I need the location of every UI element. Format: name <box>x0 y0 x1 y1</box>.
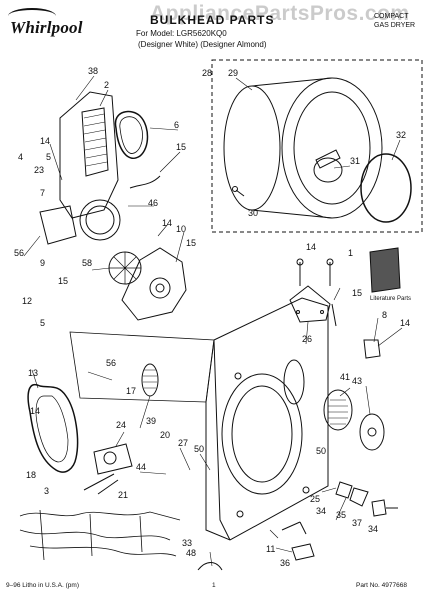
callout-50-b: 50 <box>316 446 326 456</box>
callout-23: 23 <box>34 165 44 175</box>
callout-11: 11 <box>266 544 275 554</box>
watermark: AppliancePartsPros.com <box>150 2 410 25</box>
blower-seal <box>114 110 149 159</box>
callout-25: 25 <box>310 494 320 504</box>
callout-30: 30 <box>248 208 258 218</box>
leader-lines <box>23 75 403 567</box>
diagram-title: BULKHEAD PARTS <box>150 13 275 27</box>
callout-38: 38 <box>88 66 98 76</box>
callout-21: 21 <box>118 490 128 500</box>
callout-15-b: 15 <box>186 238 196 248</box>
motor-cover <box>121 247 187 321</box>
callout-3: 3 <box>44 486 49 496</box>
callout-28: 28 <box>202 68 212 78</box>
duct-15 <box>129 175 161 189</box>
thermostat <box>323 389 385 451</box>
product-line-2: GAS DRYER <box>374 22 416 29</box>
callout-13: 13 <box>28 368 38 378</box>
rear-panel <box>69 331 215 403</box>
callout-8: 8 <box>382 310 387 320</box>
callout-14-d: 14 <box>400 318 410 328</box>
callout-5-b: 5 <box>40 318 45 328</box>
callout-14-a: 14 <box>40 136 50 146</box>
callout-14-e: 14 <box>30 406 40 416</box>
callout-46: 46 <box>148 198 158 208</box>
callout-15-a: 15 <box>176 142 186 152</box>
blower-housing <box>39 91 121 245</box>
callout-44: 44 <box>136 462 146 472</box>
callout-37: 37 <box>352 518 362 528</box>
callout-15-c: 15 <box>58 276 68 286</box>
drum-group-box <box>211 59 423 233</box>
footer-page-number: 1 <box>212 582 216 589</box>
gas-valve <box>83 443 133 495</box>
drum-seal <box>360 153 412 223</box>
callout-12: 12 <box>22 296 32 306</box>
callout-4: 4 <box>18 152 23 162</box>
model-subtitle: For Model: LGR5620KQ0 <box>136 29 227 38</box>
callout-10: 10 <box>176 224 186 234</box>
callout-6: 6 <box>174 120 179 130</box>
callout-34-b: 34 <box>368 524 378 534</box>
callout-labels: 38 2 6 14 15 4 5 23 7 46 14 10 15 56 9 1… <box>14 66 411 568</box>
drum <box>223 77 383 219</box>
callout-15-d: 15 <box>352 288 362 298</box>
brand-name: Whirlpool <box>10 18 83 37</box>
footer-part-number: Part No. 4977668 <box>356 582 407 589</box>
callout-18: 18 <box>26 470 36 480</box>
callout-7: 7 <box>40 188 45 198</box>
callout-14-c: 14 <box>306 242 316 252</box>
bracket-26 <box>289 285 331 323</box>
literature-label: Literature Parts <box>370 296 411 302</box>
clip-8 <box>363 339 381 359</box>
foot-33 <box>197 562 223 571</box>
callout-24: 24 <box>116 420 126 430</box>
callout-1: 1 <box>348 248 353 258</box>
callout-58: 58 <box>82 258 92 268</box>
literature-book <box>369 247 401 293</box>
callout-5-a: 5 <box>46 152 51 162</box>
callout-9: 9 <box>40 258 45 268</box>
callout-20: 20 <box>160 430 170 440</box>
brand-swoosh-icon <box>8 8 56 24</box>
wire-harness <box>19 509 181 561</box>
callout-2: 2 <box>104 80 109 90</box>
callout-56-b: 56 <box>106 358 116 368</box>
drum-rollers <box>281 481 398 561</box>
callout-41: 41 <box>340 372 350 382</box>
lint-screen <box>141 363 159 397</box>
screw-30 <box>235 189 245 197</box>
color-subtitle: (Designer White) (Designer Almond) <box>138 40 267 49</box>
callout-56-a: 56 <box>14 248 24 258</box>
footer-print-info: 9–96 Litho in U.S.A. (pm) <box>6 582 79 589</box>
product-line-1: COMPACT <box>374 13 409 20</box>
callout-32: 32 <box>396 130 406 140</box>
callout-34-a: 34 <box>316 506 326 516</box>
callout-35: 35 <box>336 510 346 520</box>
callout-33: 33 <box>182 538 192 548</box>
screws-14 <box>299 262 331 286</box>
callout-36: 36 <box>280 558 290 568</box>
product-type: COMPACT GAS DRYER <box>374 12 415 30</box>
callout-43: 43 <box>352 376 362 386</box>
brand-logo: Whirlpool <box>6 6 86 46</box>
callout-14-b: 14 <box>162 218 172 228</box>
callout-27: 27 <box>178 438 188 448</box>
pin-15 <box>331 303 337 327</box>
callout-50-a: 50 <box>194 444 204 454</box>
callout-17: 17 <box>126 386 136 396</box>
callout-26: 26 <box>302 334 312 344</box>
belt <box>27 383 79 473</box>
callout-29: 29 <box>228 68 238 78</box>
callout-39: 39 <box>146 416 156 426</box>
callout-48: 48 <box>186 548 196 558</box>
callout-31: 31 <box>350 156 360 166</box>
